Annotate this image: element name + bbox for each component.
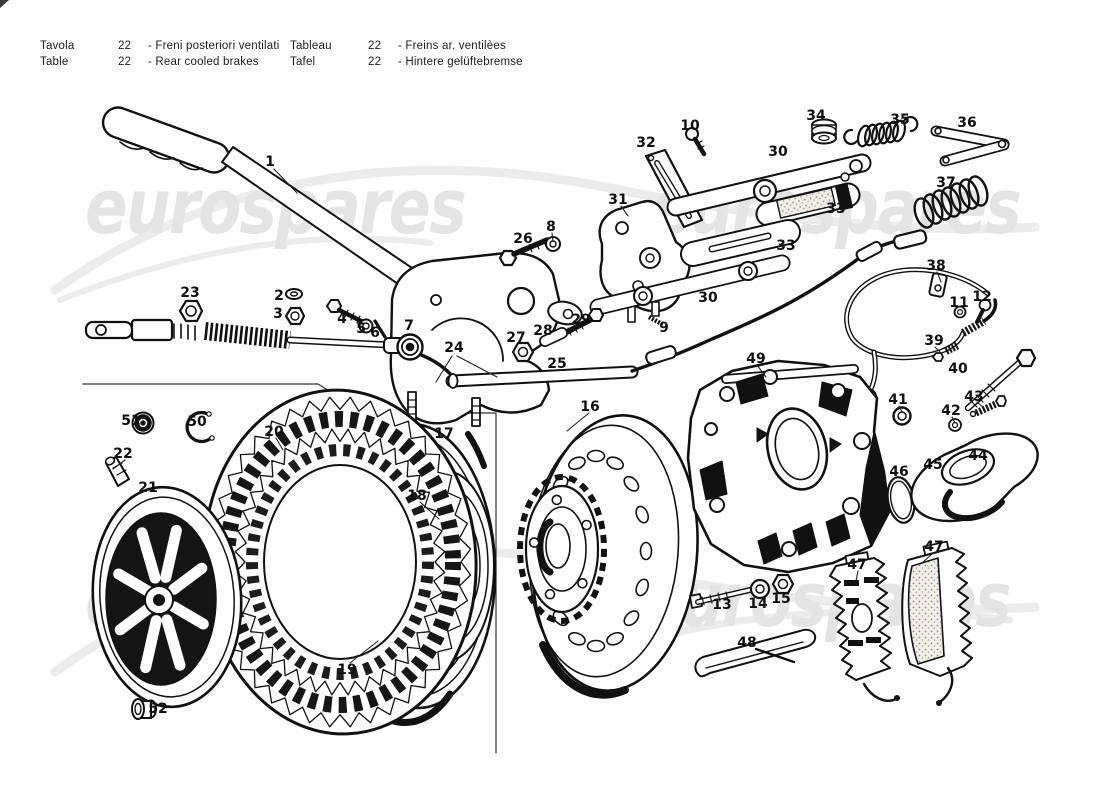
title-row-french: Tableau 22 - Freins ar. ventilèes xyxy=(290,38,523,54)
alloy-wheel xyxy=(91,485,243,709)
piston-and-seals xyxy=(886,432,1039,524)
table-title-right: Tableau 22 - Freins ar. ventilèes Tafel … xyxy=(290,38,523,70)
lever-fasteners xyxy=(178,288,387,339)
title-label: Tableau xyxy=(290,40,332,52)
cable-grommet xyxy=(396,333,424,361)
brake-caliper xyxy=(686,359,891,574)
pad-retainer-and-bolts xyxy=(689,573,817,678)
spring-35 xyxy=(843,115,919,148)
table-number: 22 xyxy=(118,40,132,52)
small-parts-left xyxy=(104,410,215,720)
title-label: Table xyxy=(40,56,69,68)
linkage-cluster xyxy=(498,127,872,363)
table-title-left: Tavola 22 - Freni posteriori ventilati T… xyxy=(40,38,280,70)
table-title: - Rear cooled brakes xyxy=(148,56,259,68)
brake-pads xyxy=(829,540,973,706)
table-number: 22 xyxy=(118,56,132,68)
spring-37 xyxy=(913,175,989,229)
title-row-italian: Tavola 22 - Freni posteriori ventilati xyxy=(40,38,280,54)
brake-disc xyxy=(517,414,699,699)
brake-pipe-assembly xyxy=(841,267,1037,442)
page-corner-mark xyxy=(0,0,9,8)
fork-36 xyxy=(930,125,1010,167)
leader-lines xyxy=(112,168,985,664)
table-title: - Freins ar. ventilèes xyxy=(398,40,506,52)
table-number: 22 xyxy=(368,56,382,68)
title-row-german: Tafel 22 - Hintere gelüftebremse xyxy=(290,54,523,70)
title-row-english: Table 22 - Rear cooled brakes xyxy=(40,54,280,70)
table-title: - Freni posteriori ventilati xyxy=(148,40,280,52)
table-title: - Hintere gelüftebremse xyxy=(398,56,523,68)
table-number: 22 xyxy=(368,40,382,52)
title-label: Tavola xyxy=(40,40,75,52)
springs-cluster xyxy=(811,115,1010,229)
title-label: Tafel xyxy=(290,56,316,68)
tire xyxy=(202,388,478,736)
